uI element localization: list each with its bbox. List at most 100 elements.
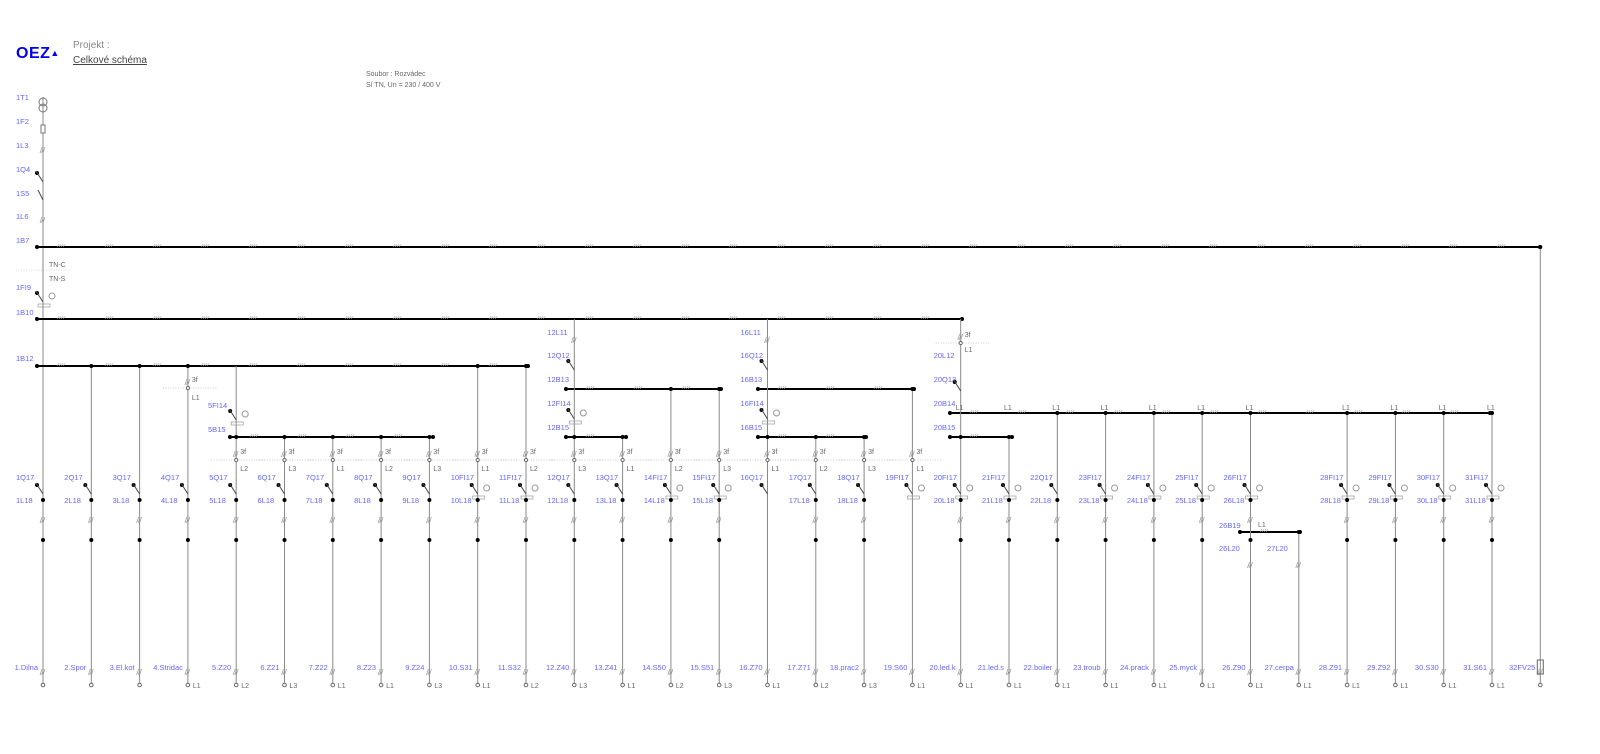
bus-cable-mark-icon: [303, 433, 307, 438]
bus-cable-mark-icon: [296, 315, 300, 320]
cable-mark-icon: [1250, 561, 1253, 569]
cable-mark-icon: [912, 450, 915, 458]
terminal-icon: [1393, 682, 1398, 688]
cable-mark-icon: [1247, 516, 1250, 524]
rcd-test-icon: [917, 484, 925, 492]
phase-tap-node: [813, 457, 818, 463]
bus-cable-mark-icon: [396, 362, 400, 367]
rcd-breaker-icon: [1339, 482, 1348, 495]
cable-mark-icon: [862, 668, 865, 676]
project-label: Projekt :: [73, 40, 110, 51]
bus-cable-mark-icon: [104, 243, 108, 248]
cable-mark-icon: [620, 668, 624, 676]
cable-mark-icon: [619, 516, 622, 524]
bus-cable-mark-icon: [350, 243, 354, 248]
phase-label: L3: [290, 683, 298, 690]
bus-cable-mark-icon: [684, 315, 688, 320]
logo-text: OEZ: [16, 45, 51, 62]
bus-cable-mark-icon: [1071, 409, 1075, 414]
cable-mark-icon: [475, 516, 479, 524]
bus-cable-mark-icon: [879, 385, 883, 390]
bus-cable-mark-icon: [1356, 243, 1360, 248]
terminal-icon: [1538, 682, 1543, 688]
terminal-icon: [330, 682, 336, 688]
cable-mark-icon: [380, 450, 384, 458]
bus-cable-mark-icon: [200, 315, 204, 320]
cable-mark-icon: [863, 668, 867, 676]
device-label: 15FI17: [692, 473, 715, 482]
bus-cable-mark-icon: [152, 362, 156, 367]
bus-cable-mark-icon: [1355, 409, 1359, 414]
cable-mark-icon: [767, 450, 770, 458]
bus-cable-mark-icon: [776, 243, 780, 248]
junction-dot: [1248, 411, 1253, 415]
cable-label: 6L18: [258, 496, 275, 505]
bus-cable-mark-icon: [156, 362, 160, 367]
bus-cable-mark-icon: [204, 362, 208, 367]
bus-cable-mark-icon: [300, 362, 304, 367]
phase-tap-node: [572, 457, 577, 463]
cable-mark-icon: [1005, 516, 1009, 524]
rcd-test-icon: [676, 484, 684, 492]
bus-cable-mark-icon: [1258, 243, 1262, 248]
junction-dot: [620, 498, 625, 502]
bus-cable-mark-icon: [1400, 243, 1404, 248]
cable-label: 1L18: [16, 496, 33, 505]
cable-mark-icon: [1441, 668, 1445, 676]
junction-dot: [620, 538, 625, 542]
junction-dot: [910, 387, 915, 391]
bus-cable-mark-icon: [824, 243, 828, 248]
bus-cable-mark-icon: [780, 243, 784, 248]
bus-cable-mark-icon: [969, 409, 973, 414]
bus-cable-mark-icon: [1023, 409, 1027, 414]
bus-cable-mark-icon: [110, 243, 114, 248]
cable-mark-icon: [667, 450, 671, 458]
cable-mark-icon: [187, 516, 191, 524]
cable-label: 30L18: [1417, 496, 1438, 505]
phase-label: L2: [385, 466, 393, 473]
phase-tap-node: [717, 457, 722, 463]
bus-cable-mark-icon: [1115, 409, 1119, 414]
cable-mark-icon: [1153, 516, 1157, 524]
cable-mark-icon: [1440, 668, 1444, 676]
phase-tap-3f-label: 3f: [289, 449, 295, 456]
bus-cable-mark-icon: [1307, 409, 1311, 414]
terminal-icon: [185, 682, 191, 688]
junction-dot: [1007, 498, 1011, 502]
device-label: 29FI17: [1368, 473, 1391, 482]
phase-label: L1: [1014, 683, 1022, 690]
bus-cable-mark-icon: [56, 243, 60, 248]
cable-mark-icon: [1250, 668, 1253, 676]
bus-cable-mark-icon: [587, 433, 591, 438]
phase-tap-node: [282, 457, 287, 463]
bus-cable-mark-icon: [638, 315, 642, 320]
cable-mark-icon: [764, 336, 767, 344]
cable-mark-icon: [427, 668, 431, 676]
project-title-link[interactable]: Celkové schéma: [73, 55, 147, 66]
load-label: 16.Z70: [739, 663, 762, 672]
network-info: Sí TN, Un = 230 / 400 V: [366, 82, 441, 89]
bus-cable-mark-icon: [782, 315, 786, 320]
cable-mark-icon: [525, 668, 529, 676]
rcd-coil-icon: [230, 421, 244, 426]
phase-tap-3f-label: 3f: [868, 449, 874, 456]
junction-dot: [89, 498, 94, 502]
bus-cable-mark-icon: [442, 315, 446, 320]
bus-cable-mark-icon: [1309, 409, 1313, 414]
junction-dot: [475, 538, 480, 542]
junction-dot: [1393, 411, 1398, 415]
bus-cable-mark-icon: [587, 385, 591, 390]
junction-dot: [1490, 411, 1494, 415]
bus-cable-mark-icon: [632, 243, 636, 248]
bus-cable-mark-icon: [732, 315, 736, 320]
junction-dot: [1345, 538, 1350, 542]
bus-cable-mark-icon: [1119, 409, 1123, 414]
bus-cable-mark-icon: [776, 315, 780, 320]
bus-cable-mark-icon: [639, 385, 643, 390]
cable-label: 8L18: [354, 496, 371, 505]
cable-mark-icon: [1150, 516, 1154, 524]
cable-mark-icon: [812, 450, 816, 458]
terminal-icon: [523, 682, 529, 688]
junction-dot: [1055, 538, 1060, 542]
bus-cable-mark-icon: [926, 243, 930, 248]
